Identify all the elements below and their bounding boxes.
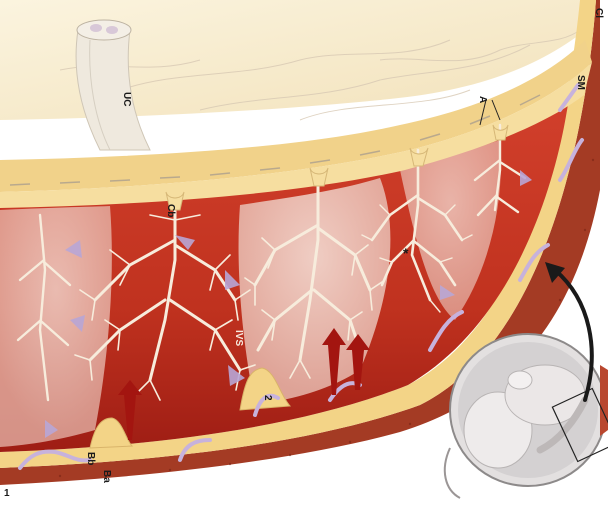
label-cb: Cb bbox=[165, 204, 176, 217]
fetus-in-uterus-illustration bbox=[445, 334, 608, 498]
label-sm: SM bbox=[575, 75, 586, 90]
label-star: * bbox=[403, 245, 409, 261]
label-bb: Bb bbox=[85, 452, 96, 465]
label-1: 1 bbox=[4, 488, 10, 499]
label-cl: Cl bbox=[593, 8, 604, 18]
label-a: A bbox=[477, 96, 488, 103]
label-uc: UC bbox=[121, 92, 132, 106]
pale-cotyledon-2 bbox=[0, 206, 112, 447]
label-ivs: IVS bbox=[233, 330, 244, 346]
label-ba: Ba bbox=[101, 470, 112, 483]
label-2: 2 bbox=[262, 395, 273, 401]
